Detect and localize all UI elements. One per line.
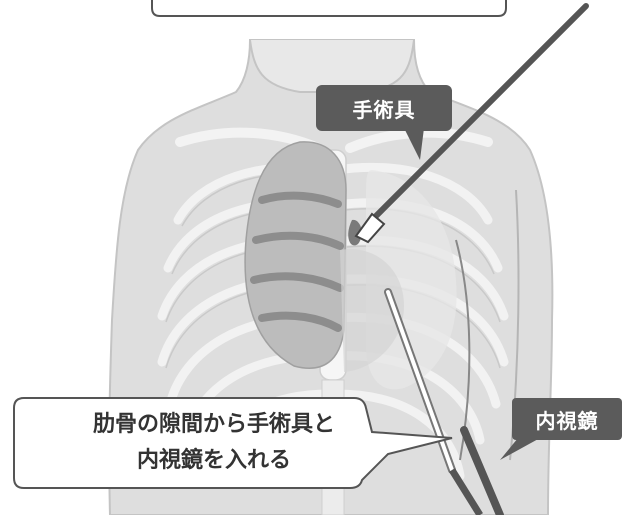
callout-text: 肋骨の隙間から手術具と 内視鏡を入れる [24,398,404,488]
callout-line-2: 内視鏡を入れる [136,448,291,473]
callout-box [13,397,453,489]
endoscope-label: 内視鏡 [512,398,622,440]
instrument-label: 手術具 [316,85,452,131]
heart [340,249,404,372]
surgical-instrument [354,3,589,244]
callout-line-1: 肋骨の隙間から手術具と [92,412,335,437]
top-callout-box [151,0,507,17]
endoscope-label-pointer [500,438,540,460]
lung-collapsed [244,141,362,369]
endoscope-shaft [460,426,504,515]
instrument-label-pointer [404,128,424,160]
